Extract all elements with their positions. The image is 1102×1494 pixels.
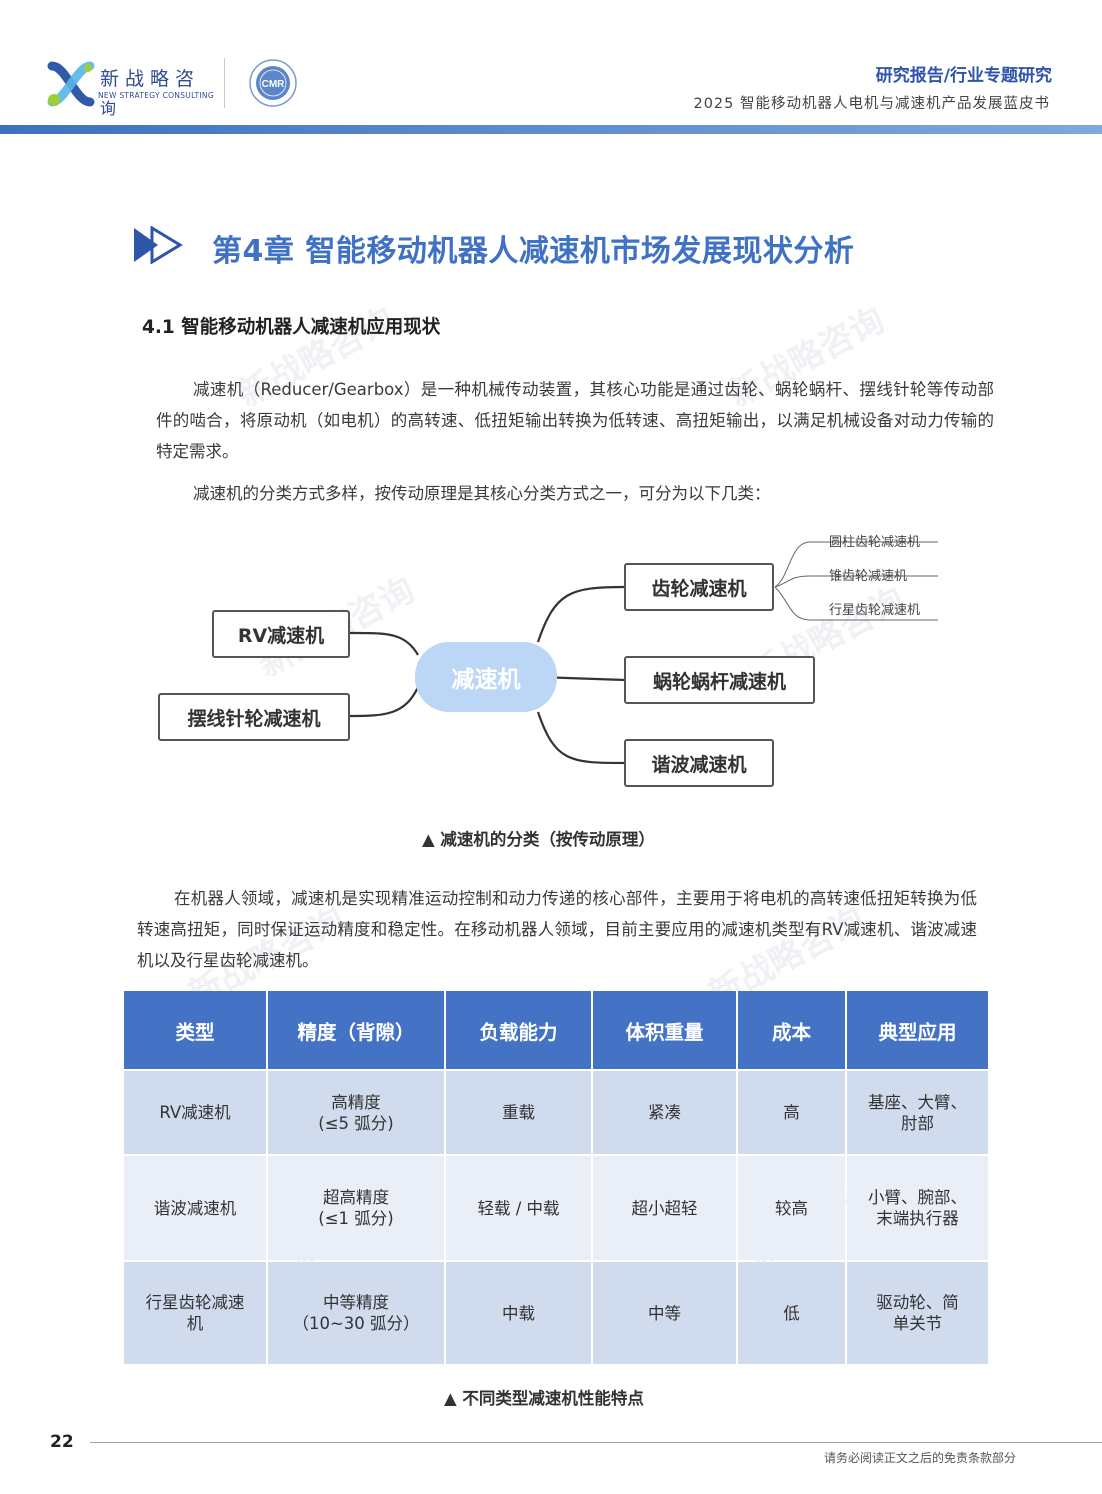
table-cell: 超高精度(≤1 弧分) [268,1156,444,1260]
table-cell: 高 [738,1071,845,1154]
table-header-cell: 成本 [738,991,845,1069]
table-header-row: 类型 精度（背隙） 负载能力 体积重量 成本 典型应用 [124,991,988,1069]
chapter-title: 第4章 智能移动机器人减速机市场发展现状分析 [212,234,855,269]
table-caption: ▲ 不同类型减速机性能特点 [444,1389,644,1408]
table-cell: 超小超轻 [593,1156,736,1260]
body-paragraph: 减速机的分类方式多样，按传动原理是其核心分类方式之一，可分为以下几类： [193,484,771,503]
mindmap-node-worm: 蜗轮蜗杆减速机 [624,656,815,704]
table-cell: 行星齿轮减速机 [124,1262,266,1364]
cmr-badge-text: CMR [262,79,286,90]
header-accent-bar [0,125,1102,134]
body-paragraph: 减速机（Reducer/Gearbox）是一种机械传动装置，其核心功能是通过齿轮… [156,380,994,461]
double-play-icon [134,226,183,264]
logo-name-cn-2: 询 [100,99,117,118]
reducer-classification-mindmap: 减速机 RV减速机 摆线针轮减速机 齿轮减速机 蜗轮蜗杆减速机 谐波减速机 圆柱… [150,522,950,802]
mindmap-node-harmonic: 谐波减速机 [624,739,774,787]
mindmap-caption: ▲ 减速机的分类（按传动原理） [422,830,655,849]
table-cell: 中载 [446,1262,591,1364]
table-cell: 轻载 / 中载 [446,1156,591,1260]
table-cell: 重载 [446,1071,591,1154]
mindmap-leaf-cylindrical: 圆柱齿轮减速机 [829,535,921,550]
mindmap-leaf-bevel: 锥齿轮减速机 [829,569,908,584]
table-cell: 较高 [738,1156,845,1260]
table-cell: RV减速机 [124,1071,266,1154]
page-number: 22 [50,1432,74,1452]
table-cell: 中等 [593,1262,736,1364]
mindmap-connectors [349,541,938,765]
footer-divider [90,1442,1102,1443]
logo-name-en: NEW STRATEGY CONSULTING [98,91,214,100]
report-type: 研究报告/行业专题研究 [875,66,1052,86]
mindmap-node-rv: RV减速机 [212,610,350,658]
table-cell: 谐波减速机 [124,1156,266,1260]
company-logo-icon [47,61,95,107]
mindmap-node-gear: 齿轮减速机 [624,563,774,611]
table-cell: 小臂、腕部、末端执行器 [847,1156,988,1260]
table-row: RV减速机 高精度(≤5 弧分) 重载 紧凑 高 基座、大臂、肘部 [124,1071,988,1154]
body-paragraph: 在机器人领域，减速机是实现精准运动控制和动力传递的核心部件，主要用于将电机的高转… [137,889,977,970]
table-header-cell: 体积重量 [593,991,736,1069]
page-header: 新战略咨 NEW STRATEGY CONSULTING 询 CMR 研究报告/… [0,0,1102,134]
table-cell: 基座、大臂、肘部 [847,1071,988,1154]
table-row: 谐波减速机 超高精度(≤1 弧分) 轻载 / 中载 超小超轻 较高 小臂、腕部、… [124,1156,988,1260]
mindmap-leaf-planetary: 行星齿轮减速机 [829,603,921,618]
table-row: 行星齿轮减速机 中等精度（10~30 弧分） 中载 中等 低 驱动轮、简单关节 [124,1262,988,1364]
report-title: 2025 智能移动机器人电机与减速机产品发展蓝皮书 [693,96,1050,112]
table-header-cell: 负载能力 [446,991,591,1069]
logo-divider [224,58,225,108]
logo-name-cn: 新战略咨 [100,68,201,90]
mindmap-center-node: 减速机 [415,642,557,712]
disclaimer-note: 请务必阅读正文之后的免责条款部分 [823,1451,1016,1465]
table-cell: 中等精度（10~30 弧分） [268,1262,444,1364]
table-cell: 紧凑 [593,1071,736,1154]
table-header-cell: 类型 [124,991,266,1069]
table-header-cell: 精度（背隙） [268,991,444,1069]
table-header-cell: 典型应用 [847,991,988,1069]
mindmap-node-cycloid: 摆线针轮减速机 [158,693,350,741]
cmr-badge-icon: CMR [249,59,297,107]
table-cell: 高精度(≤5 弧分) [268,1071,444,1154]
table-cell: 低 [738,1262,845,1364]
section-title: 4.1 智能移动机器人减速机应用现状 [142,317,441,338]
table-cell: 驱动轮、简单关节 [847,1262,988,1364]
reducer-performance-table: 类型 精度（背隙） 负载能力 体积重量 成本 典型应用 RV减速机 高精度(≤5… [122,989,990,1366]
